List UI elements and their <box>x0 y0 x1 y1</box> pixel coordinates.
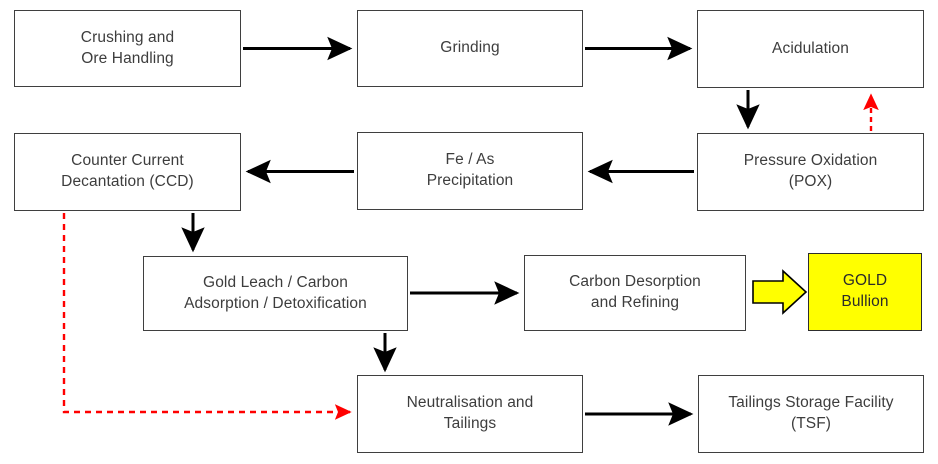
node-counter-current-decantation[interactable]: Counter Current Decantation (CCD) <box>14 133 241 211</box>
node-pressure-oxidation[interactable]: Pressure Oxidation (POX) <box>697 133 924 211</box>
node-crushing-and-ore-handling[interactable]: Crushing and Ore Handling <box>14 10 241 87</box>
node-fe-as-precipitation[interactable]: Fe / As Precipitation <box>357 132 583 210</box>
node-gold-leach-carbon-adsorption-detoxification[interactable]: Gold Leach / Carbon Adsorption / Detoxif… <box>143 256 408 331</box>
node-label: Pressure Oxidation (POX) <box>743 152 878 190</box>
node-grinding[interactable]: Grinding <box>357 10 583 87</box>
node-neutralisation-and-tailings[interactable]: Neutralisation and Tailings <box>357 375 583 453</box>
edge-carbon-desorption-to-gold-bullion <box>752 269 808 315</box>
node-label: Fe / As Precipitation <box>426 151 514 189</box>
node-label: Grinding <box>440 39 500 57</box>
node-label: Tailings Storage Facility (TSF) <box>728 394 894 432</box>
node-label: Gold Leach / Carbon Adsorption / Detoxif… <box>184 273 367 312</box>
node-acidulation[interactable]: Acidulation <box>697 10 924 88</box>
node-carbon-desorption-and-refining[interactable]: Carbon Desorption and Refining <box>524 255 746 331</box>
node-tailings-storage-facility[interactable]: Tailings Storage Facility (TSF) <box>698 375 924 453</box>
node-label: Acidulation <box>772 39 849 57</box>
node-label: Carbon Desorption and Refining <box>569 273 701 311</box>
node-gold-bullion[interactable]: GOLD Bullion <box>808 253 922 331</box>
node-label: Neutralisation and Tailings <box>406 394 534 432</box>
node-label: Crushing and Ore Handling <box>80 28 175 67</box>
node-label: GOLD Bullion <box>841 272 889 310</box>
node-label: Counter Current Decantation (CCD) <box>61 152 194 190</box>
